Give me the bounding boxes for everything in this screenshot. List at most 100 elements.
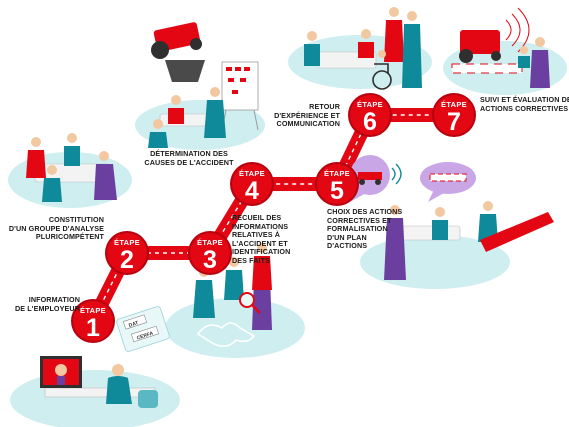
step-3-label-line: RECUEIL DES [232, 213, 282, 222]
step-6-label: RETOUR D'EXPÉRIENCE ET COMMUNICATION [270, 102, 340, 129]
person-head [257, 243, 267, 253]
step-5-label: CHOIX DES ACTIONS CORRECTIVES ET FORMALI… [327, 207, 407, 251]
worker-body [106, 376, 132, 404]
step-6-label-line: RETOUR [309, 102, 340, 111]
scene-cause-analysis [148, 61, 259, 148]
person-body [224, 270, 244, 300]
step-1-label: INFORMATION DE L'EMPLOYEUR [6, 295, 80, 313]
person-body [384, 218, 406, 280]
person-head [171, 95, 181, 105]
scene-office-reporting: DAT CERFA [40, 306, 170, 408]
step-marker-disc [190, 233, 230, 273]
step-1-label-line: DE L'EMPLOYEUR [14, 303, 80, 313]
person-head [153, 119, 163, 129]
computer-monitor-icon [40, 356, 82, 388]
chair [138, 390, 158, 408]
step-word: ÉTAPE [197, 238, 223, 247]
meeting-table [159, 113, 211, 127]
person-body [64, 146, 80, 166]
ground-investigation [165, 298, 305, 358]
step-number: 2 [120, 246, 134, 274]
step-number: 6 [363, 108, 377, 136]
person-body [252, 278, 272, 330]
step-4-label-line: CAUSES DE L'ACCIDENT [144, 157, 234, 167]
person-body [94, 164, 117, 200]
meeting-table [399, 225, 461, 241]
step-5-label-line: D'UN PLAN [327, 232, 367, 242]
person-body [304, 44, 320, 66]
step-7-label-line: SUIVI ET ÉVALUATION DES [480, 95, 569, 104]
step-5-label-line: CHOIX DES ACTIONS [327, 207, 403, 216]
speech-bubble-icon [350, 155, 390, 202]
step-7-label: SUIVI ET ÉVALUATION DES ACTIONS CORRECTI… [480, 95, 569, 113]
step-marker-disc [317, 164, 357, 204]
person-head [535, 37, 545, 47]
step-marker-disc [232, 164, 272, 204]
sign-dat: DAT [128, 320, 139, 329]
step-word: ÉTAPE [239, 169, 265, 178]
step-5-label-line: D'ACTIONS [327, 241, 368, 251]
person-head [229, 257, 239, 267]
machine-wheel [459, 49, 473, 63]
person-head [361, 29, 371, 39]
person-head [389, 7, 399, 17]
person-head [483, 201, 493, 211]
scene-monitoring [451, 7, 550, 88]
person-body [358, 42, 374, 58]
step-word: ÉTAPE [324, 169, 350, 178]
step-2-label-line: D'UN GROUPE D'ANALYSE [8, 223, 104, 233]
step-marker-disc [434, 95, 474, 135]
wheelchair-icon [372, 50, 392, 90]
person-body [252, 256, 272, 290]
person-head [407, 11, 417, 21]
clipboard-icon: DAT CERFA [116, 306, 170, 352]
person-body [26, 150, 46, 178]
magnifier-icon [239, 292, 261, 314]
barrier [451, 63, 523, 74]
whiteboard-icon [221, 61, 259, 131]
step-3-label: RECUEIL DES INFORMATIONS RELATIVES À L'A… [232, 213, 322, 266]
step-6-label-line: COMMUNICATION [276, 119, 340, 129]
person-head [210, 87, 220, 97]
step-7-label-line: ACTIONS CORRECTIVES [480, 103, 569, 113]
step-4-label-line: DÉTERMINATION DES [150, 149, 228, 158]
step-3-label-line: L'ACCIDENT ET [232, 238, 288, 248]
step-3-label-line: IDENTIFICATION [232, 247, 291, 257]
step-marker-disc [107, 233, 147, 273]
step-1-label-line: INFORMATION [28, 295, 80, 304]
step-number: 1 [86, 314, 100, 342]
tractor-icon [151, 22, 205, 82]
speech-bubble-icon [420, 162, 476, 202]
scene-investigation [193, 243, 272, 348]
step-word: ÉTAPE [114, 238, 140, 247]
person-body [432, 220, 448, 240]
step-word: ÉTAPE [357, 100, 383, 109]
step-2-label: CONSTITUTION D'UN GROUPE D'ANALYSE PLURI… [6, 215, 104, 242]
step-markers: ÉTAPE1ÉTAPE2ÉTAPE3ÉTAPE4ÉTAPE5ÉTAPE6ÉTAP… [71, 93, 476, 343]
wifi-signal-icon [391, 163, 402, 185]
person-body [148, 132, 168, 148]
step-5-label-line: CORRECTIVES ET [327, 215, 392, 225]
person-body [204, 100, 226, 138]
step-3-label-line: INFORMATIONS [232, 221, 289, 231]
person-body [530, 50, 550, 88]
person-body [193, 280, 215, 318]
step-number: 5 [330, 177, 344, 205]
step-6-label-line: D'EXPÉRIENCE ET [274, 110, 340, 120]
step-number: 4 [245, 177, 259, 205]
step-number: 3 [203, 246, 217, 274]
step-4-label: DÉTERMINATION DES CAUSES DE L'ACCIDENT [144, 149, 234, 167]
person-head [67, 133, 77, 143]
scene-feedback [304, 7, 422, 90]
person-body [384, 20, 404, 62]
person-head [520, 46, 528, 54]
step-5-label-line: FORMALISATION [327, 224, 388, 234]
body-outline [196, 322, 256, 348]
